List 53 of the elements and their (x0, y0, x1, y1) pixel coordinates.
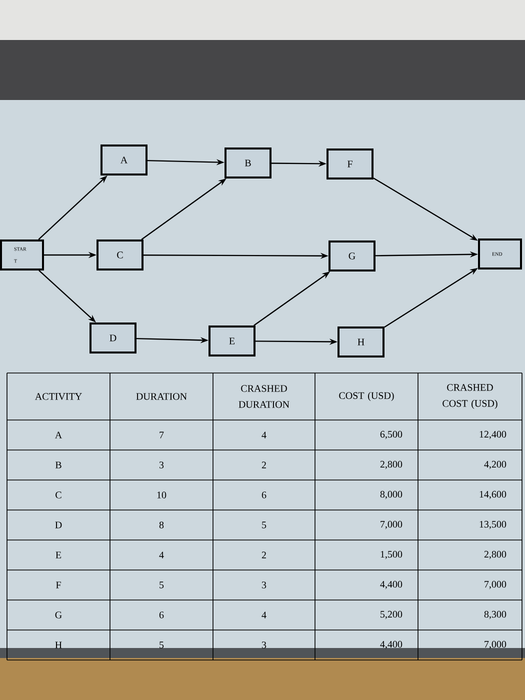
table-value: 10 (157, 492, 166, 498)
table-value: G (55, 612, 62, 618)
table-value: 3 (262, 642, 266, 648)
activity-box: H (338, 326, 384, 358)
table-value: B (55, 462, 62, 468)
column-header: COST (USD) (339, 392, 394, 402)
table-value: 5,200 (380, 610, 402, 620)
table-value: 4,400 (380, 580, 402, 590)
table-value: 8,000 (380, 490, 402, 500)
table-value: 8 (159, 522, 164, 528)
table-value: 6,500 (380, 430, 402, 440)
table-value: 7,000 (484, 580, 506, 590)
table-value: 3 (160, 462, 164, 468)
table-value: 5 (262, 522, 266, 528)
table-value: 4 (262, 612, 266, 618)
activity-box: E (208, 326, 256, 356)
table-value: F (56, 582, 61, 588)
table-value: E (56, 552, 62, 558)
table-value: 2 (262, 552, 266, 558)
column-header: DURATION (136, 393, 187, 400)
table-value: 4 (159, 552, 164, 558)
activity-box: B (224, 148, 272, 178)
table-value: 3 (262, 582, 266, 588)
table-value: 5 (160, 582, 164, 588)
column-header: CRASHED DURATION (238, 385, 290, 408)
activity-box: C (96, 240, 144, 270)
table-value: 4,200 (484, 460, 506, 470)
table-value: 2,800 (484, 550, 506, 560)
table-value: C (56, 492, 62, 498)
table-value: 14,600 (480, 490, 506, 500)
table-value: 2 (262, 462, 266, 468)
activity-box: F (326, 148, 374, 180)
table-value: 4 (262, 432, 266, 438)
table-value: 6 (159, 612, 164, 618)
table-value: 4,400 (380, 640, 402, 650)
column-header: ACTIVITY (35, 393, 82, 400)
table-value: 5 (160, 642, 164, 648)
table-value: 7 (160, 432, 164, 438)
table-value: H (55, 642, 62, 648)
column-header: CRASHED COST (USD) (442, 384, 498, 409)
activity-box: A (100, 144, 148, 176)
activity-box: D (90, 322, 136, 354)
table-value: 7,000 (380, 520, 402, 530)
table-value: 7,000 (484, 640, 506, 650)
table-value: 13,500 (480, 520, 506, 530)
table-value: A (54, 432, 62, 438)
table-value: 2,800 (380, 460, 402, 470)
table-value: 1,500 (380, 550, 402, 560)
table-value: 6 (262, 492, 266, 498)
table-value: 8,300 (484, 610, 506, 620)
table-value: D (55, 522, 62, 528)
activity-box: G (328, 240, 376, 272)
table-value: 12,400 (480, 430, 506, 440)
